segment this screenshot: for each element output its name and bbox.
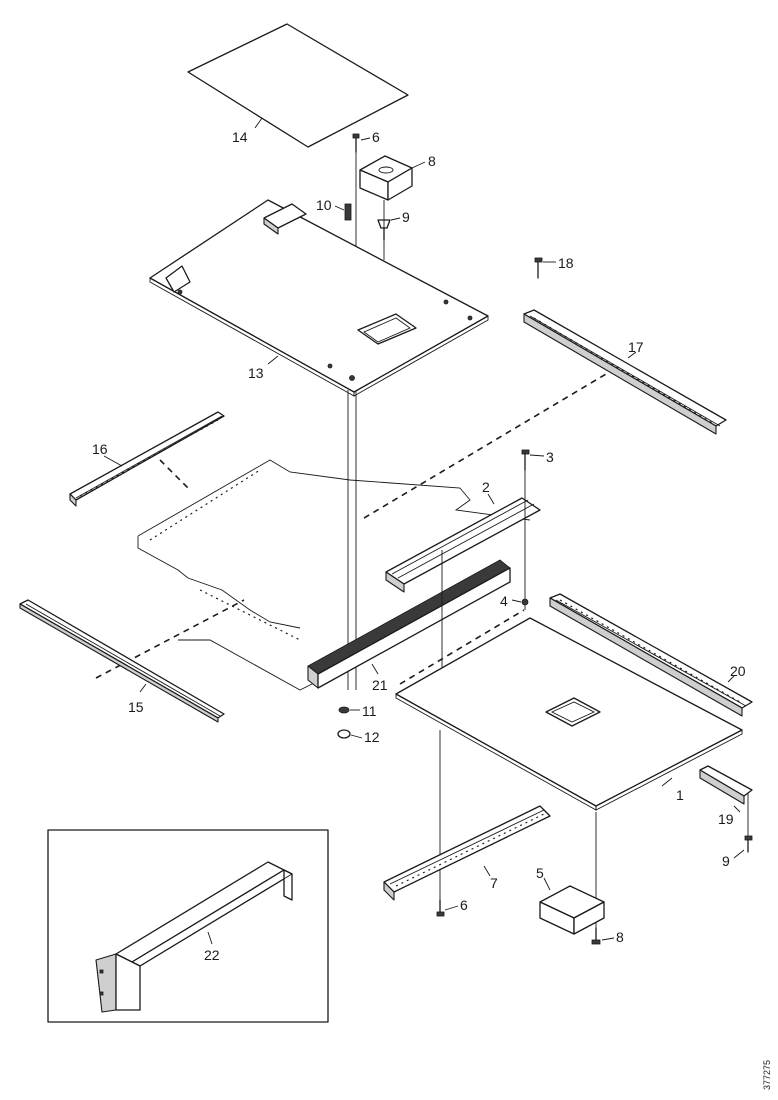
part-6-top-screw — [352, 133, 371, 153]
part-11-washer — [338, 706, 360, 714]
callout-19: 19 — [718, 811, 734, 827]
part-19-bracket — [699, 765, 753, 813]
callout-6-bottom: 6 — [460, 897, 468, 913]
callout-18: 18 — [558, 255, 574, 271]
callout-17: 17 — [628, 339, 644, 355]
part-8-bottom-screw — [591, 927, 615, 945]
callout-4: 4 — [500, 593, 508, 609]
dashed-line-15 — [95, 599, 245, 679]
part-14-cover-sheet — [187, 23, 409, 148]
part-15-rail — [19, 599, 225, 723]
callout-15: 15 — [128, 699, 144, 715]
callout-20: 20 — [730, 663, 746, 679]
inset-part-22 — [47, 829, 329, 1023]
part-3-screw — [521, 449, 545, 471]
callout-14: 14 — [232, 129, 248, 145]
part-9-bottom-screw — [733, 835, 753, 859]
callout-3: 3 — [546, 449, 554, 465]
dashed-line-1 — [399, 609, 525, 685]
part-7-rail — [383, 805, 551, 901]
callout-16: 16 — [92, 441, 108, 457]
callout-13: 13 — [248, 365, 264, 381]
part-21-connector-strip — [307, 559, 511, 689]
part-6-bottom-screw — [436, 899, 459, 917]
part-8-top-box — [359, 155, 426, 201]
callout-9-bottom: 9 — [722, 853, 730, 869]
part-2-bracket — [385, 493, 541, 593]
part-13-circuit-board — [149, 199, 489, 397]
callout-5: 5 — [536, 865, 544, 881]
middle-dashed-sheet — [137, 459, 531, 691]
part-4-washer — [511, 598, 529, 606]
callout-6-top: 6 — [372, 129, 380, 145]
callout-21: 21 — [372, 677, 388, 693]
figure-reference-number: 377275 — [762, 1060, 772, 1090]
callout-22: 22 — [204, 947, 220, 963]
part-18-screw — [534, 257, 556, 279]
part-16-rail — [69, 411, 225, 507]
callout-11: 11 — [362, 703, 377, 719]
part-17-rail — [523, 309, 727, 435]
part-12-nut — [337, 729, 363, 739]
callout-9-top: 9 — [402, 209, 410, 225]
dashed-line-16 — [159, 459, 191, 491]
callout-10: 10 — [316, 197, 332, 213]
callout-12: 12 — [364, 729, 380, 745]
part-9-top-standoff — [377, 217, 401, 241]
callout-8-top: 8 — [428, 153, 436, 169]
callout-2: 2 — [482, 479, 490, 495]
part-20-rail — [549, 593, 753, 717]
callout-8-bottom: 8 — [616, 929, 624, 945]
dashed-line-17 — [363, 373, 607, 519]
part-10-spacer — [334, 203, 352, 221]
part-5-box — [539, 877, 605, 935]
callout-7: 7 — [490, 875, 498, 891]
callout-1: 1 — [676, 787, 684, 803]
part-1-base-plate — [395, 617, 743, 811]
